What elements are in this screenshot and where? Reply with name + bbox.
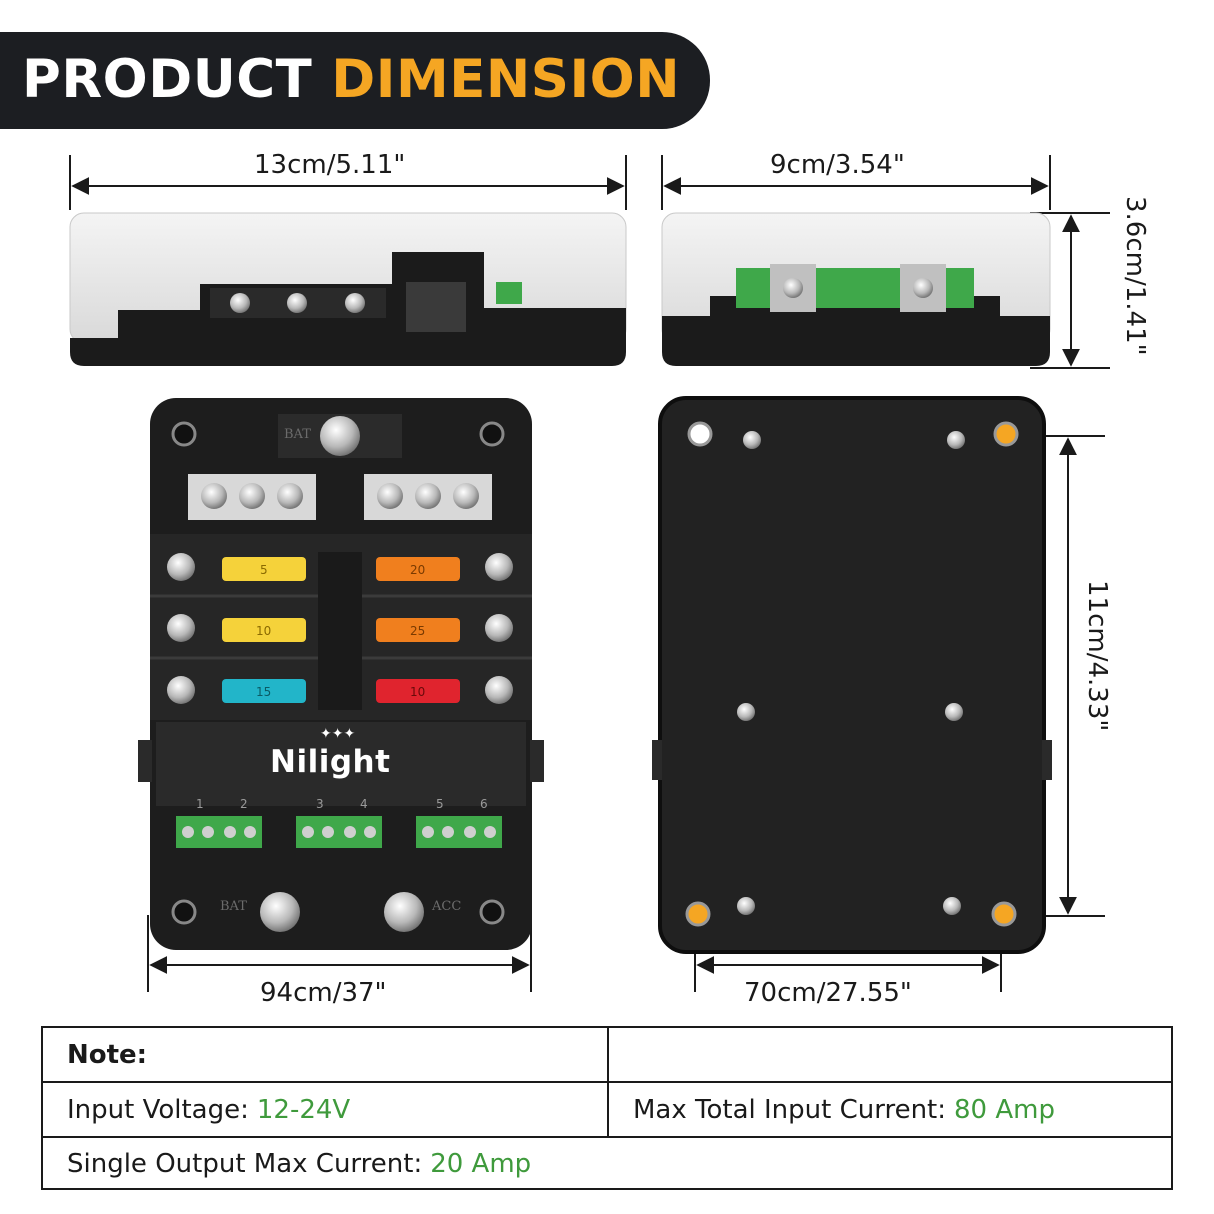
fuse-value-3: 15 (256, 685, 271, 699)
fuse-value-5: 25 (410, 624, 425, 638)
output-number-4: 4 (360, 797, 368, 811)
output-number-1: 1 (196, 797, 204, 811)
notes-table: Note: Input Voltage: 12-24V Max Total In… (41, 1026, 1173, 1190)
page-title: PRODUCT DIMENSION (22, 48, 680, 112)
bat-label-bottom: BAT (220, 899, 247, 914)
max-total-value: 80 Amp (954, 1094, 1055, 1125)
fuse-value-1: 5 (260, 563, 268, 577)
notes-header-row: Note: (43, 1028, 1171, 1083)
front-side-view (69, 212, 627, 366)
brand-logo: Nilight (270, 744, 391, 780)
output-number-2: 2 (240, 797, 248, 811)
input-voltage-cell: Input Voltage: 12-24V (43, 1083, 609, 1136)
title-banner (0, 32, 710, 129)
output-number-3: 3 (316, 797, 324, 811)
input-voltage-value: 12-24V (256, 1094, 351, 1125)
max-total-cell: Max Total Input Current: 80 Amp (609, 1083, 1173, 1136)
dimension-back-width: 70cm/27.55" (744, 978, 912, 1008)
right-side-view (661, 212, 1051, 366)
bottom-view (652, 396, 1052, 954)
output-number-6: 6 (480, 797, 488, 811)
bat-label-top: BAT (284, 427, 311, 442)
fuse-value-2: 10 (256, 624, 271, 638)
top-view: ✦✦✦ (138, 398, 544, 950)
notes-row-3: Single Output Max Current: 20 Amp (43, 1138, 1171, 1190)
single-output-cell: Single Output Max Current: 20 Amp (43, 1138, 1171, 1190)
dimension-top-length: 13cm/5.11" (254, 150, 406, 180)
max-total-label: Max Total Input Current: (633, 1094, 947, 1125)
output-number-5: 5 (436, 797, 444, 811)
fuse-value-4: 20 (410, 563, 425, 577)
input-voltage-label: Input Voltage: (67, 1094, 249, 1125)
notes-heading-cell: Note: (43, 1028, 609, 1081)
dimension-front-width: 94cm/37" (260, 978, 387, 1008)
acc-label: ACC (431, 899, 461, 914)
svg-text:✦✦✦: ✦✦✦ (320, 726, 355, 742)
single-output-label: Single Output Max Current: (67, 1149, 423, 1179)
title-primary: PRODUCT (22, 49, 313, 110)
notes-row-2: Input Voltage: 12-24V Max Total Input Cu… (43, 1083, 1171, 1138)
notes-heading: Note: (67, 1039, 148, 1070)
title-accent: DIMENSION (331, 49, 681, 110)
fuse-value-6: 10 (410, 685, 425, 699)
single-output-value: 20 Amp (430, 1149, 532, 1179)
dimension-side-width: 9cm/3.54" (770, 150, 905, 180)
